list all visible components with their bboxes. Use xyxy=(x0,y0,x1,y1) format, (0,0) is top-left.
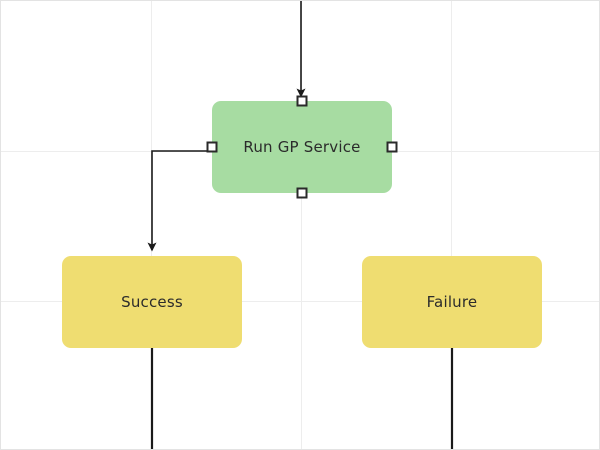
node-label: Failure xyxy=(426,292,478,311)
port-bottom-handle[interactable] xyxy=(296,187,308,199)
edge-service-to-success[interactable] xyxy=(147,150,209,252)
port-right-handle[interactable] xyxy=(386,141,398,153)
port-top-handle[interactable] xyxy=(296,95,308,107)
node-run-gp-service[interactable]: Run GP Service xyxy=(206,95,398,199)
gridline-vertical xyxy=(301,1,302,449)
gridline-vertical xyxy=(451,1,452,449)
node-label: Success xyxy=(121,292,183,311)
node-label: Run GP Service xyxy=(243,137,361,156)
node-success[interactable]: Success xyxy=(62,256,242,348)
gridline-vertical xyxy=(151,1,152,449)
port-left-handle[interactable] xyxy=(206,141,218,153)
node-failure[interactable]: Failure xyxy=(362,256,542,348)
